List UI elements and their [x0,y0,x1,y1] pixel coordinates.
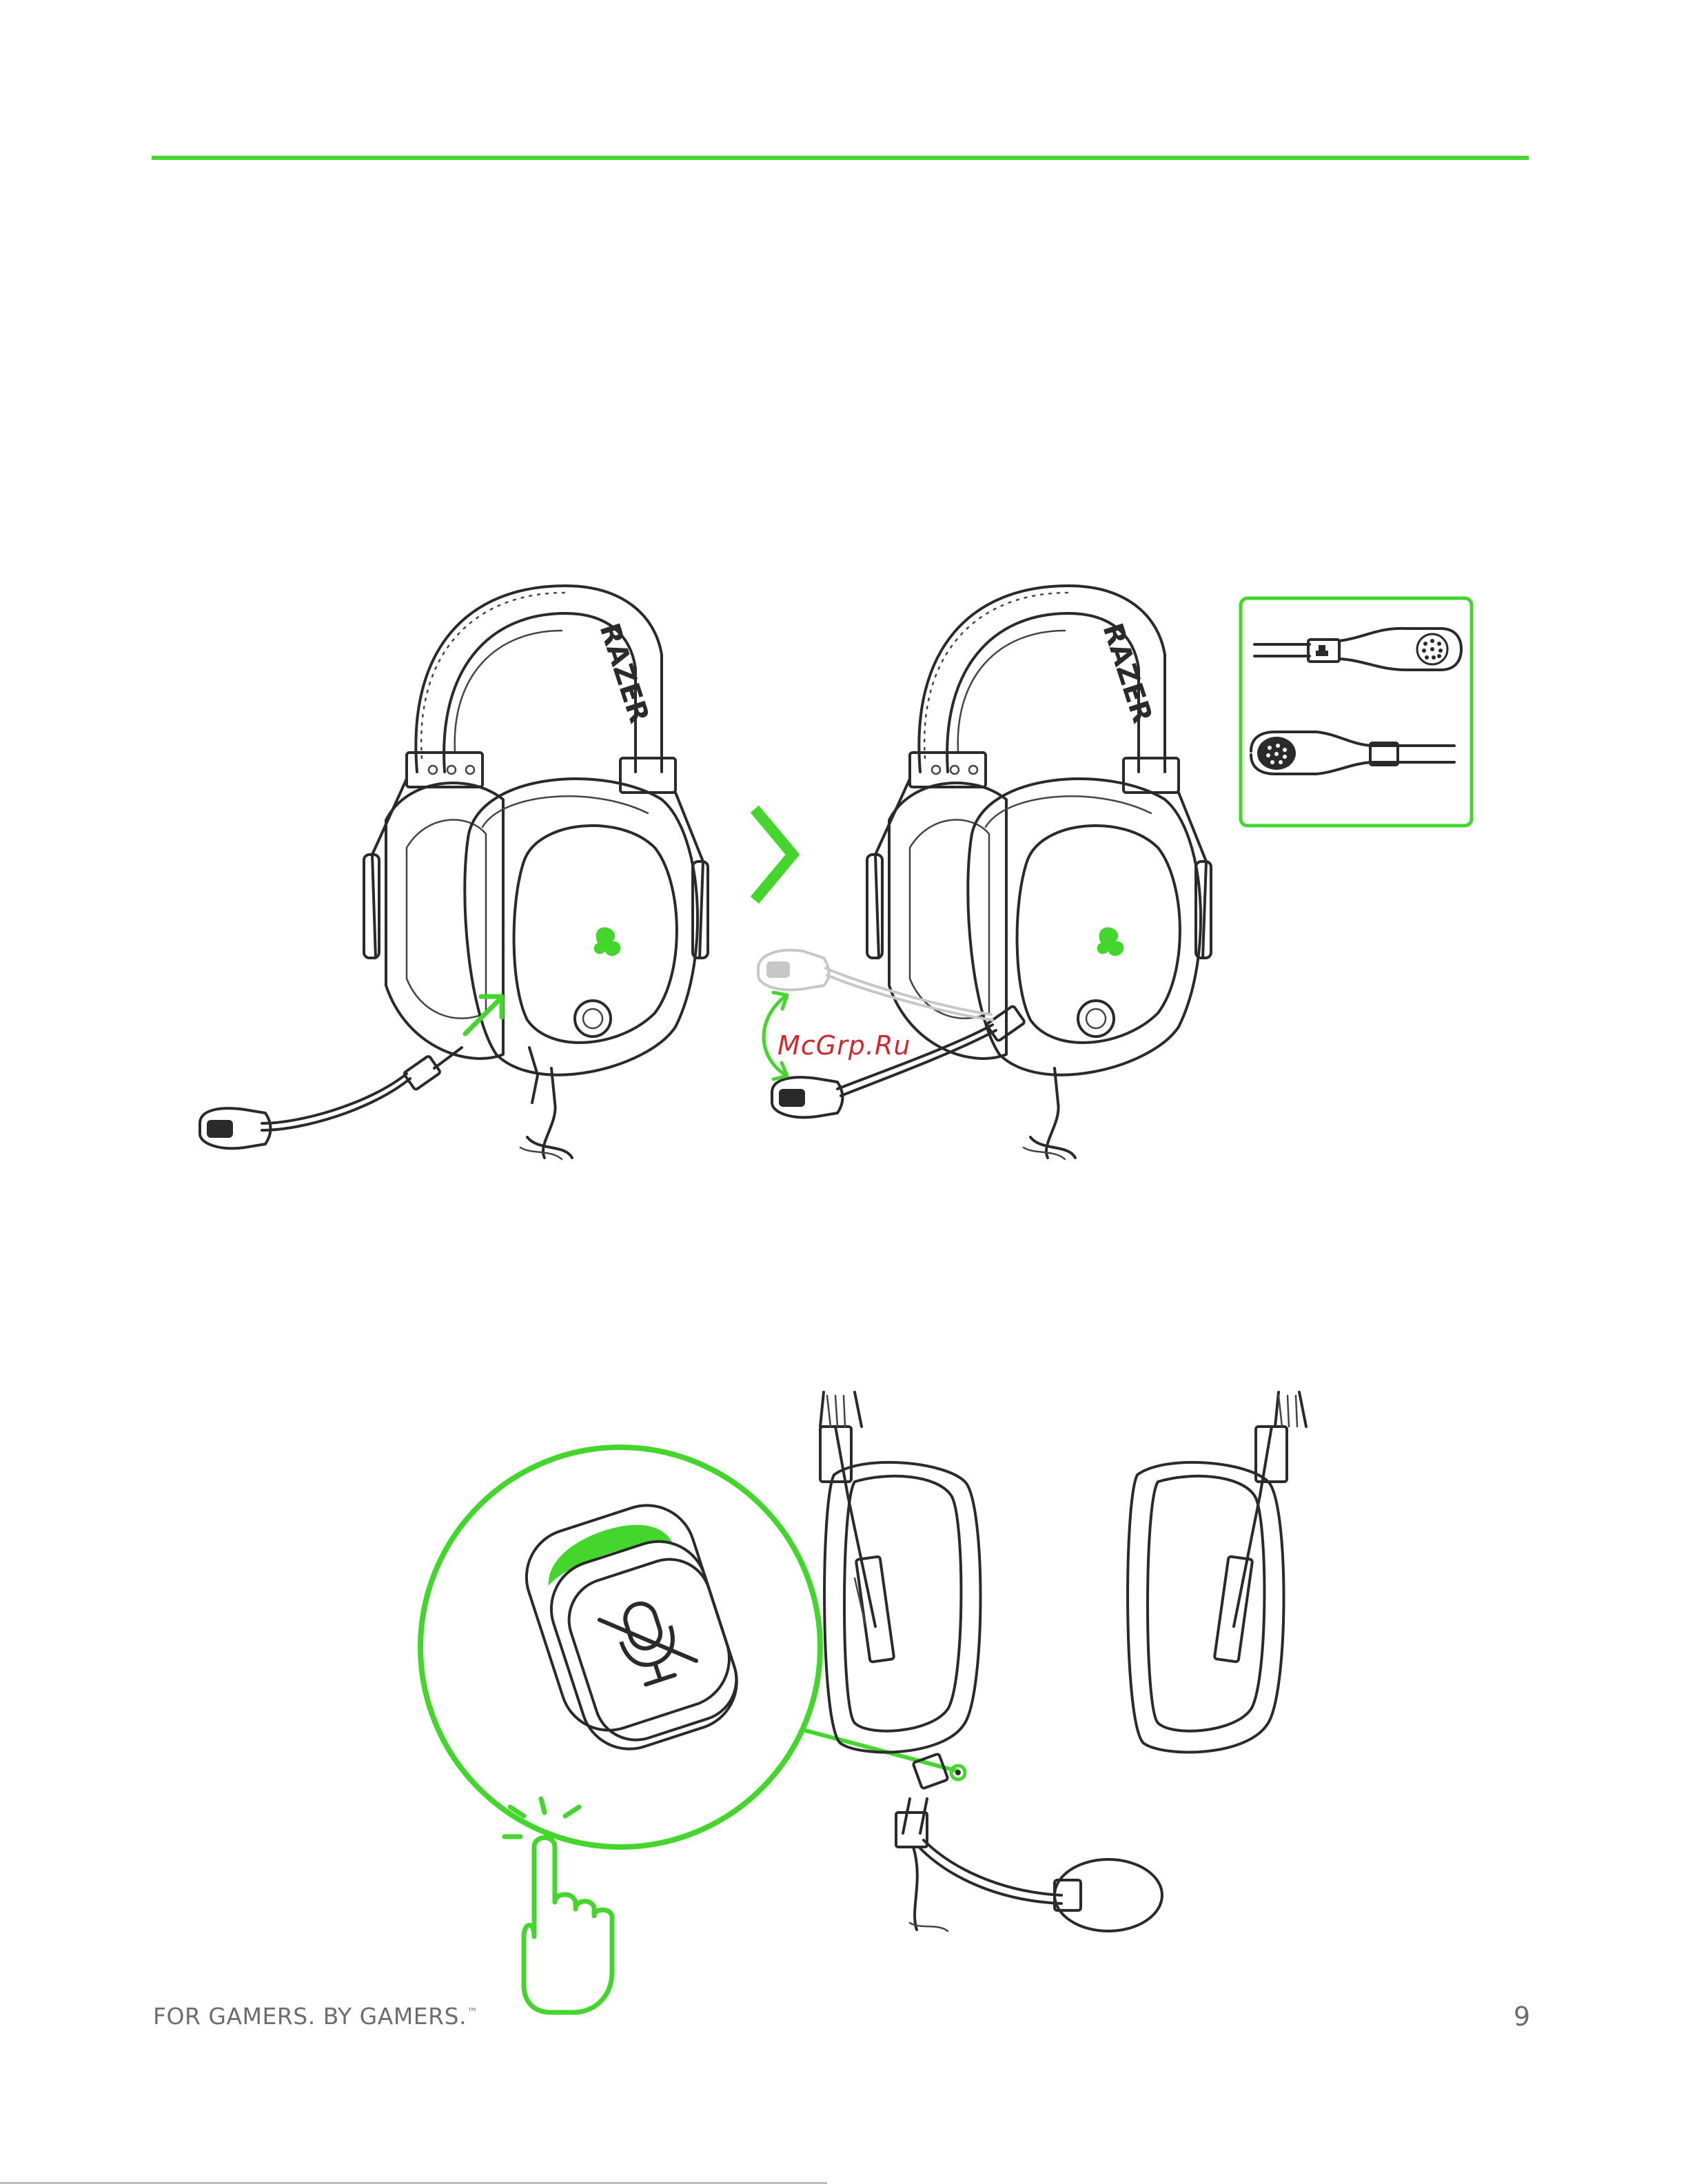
header-rule [152,156,1529,160]
trademark-symbol: ™ [467,2006,478,2019]
figure-mic-mute [414,1385,1310,1978]
page-number: 9 [1503,2001,1530,2032]
watermark-text: McGrp.Ru [777,1030,911,1061]
footer-slogan-text: FOR GAMERS. BY GAMERS. [153,2003,467,2030]
footer-slogan: FOR GAMERS. BY GAMERS.™ [153,2003,478,2030]
headband-logo-text: RAZER [593,620,655,727]
headset-illustration-left: RAZER [200,586,708,1159]
magnifier-circle [420,1447,820,1847]
headset-illustration-front [820,1392,1306,1931]
figure-attach-microphone: RAZER [179,572,1489,1178]
chevron-right-icon [758,813,793,896]
logo-icon [1097,927,1124,956]
logo-icon [594,927,621,956]
microphone-orientation-inset [1241,598,1472,826]
headset-illustration-right: RAZER [758,586,1211,1159]
headband-logo-text: RAZER [1096,620,1158,727]
